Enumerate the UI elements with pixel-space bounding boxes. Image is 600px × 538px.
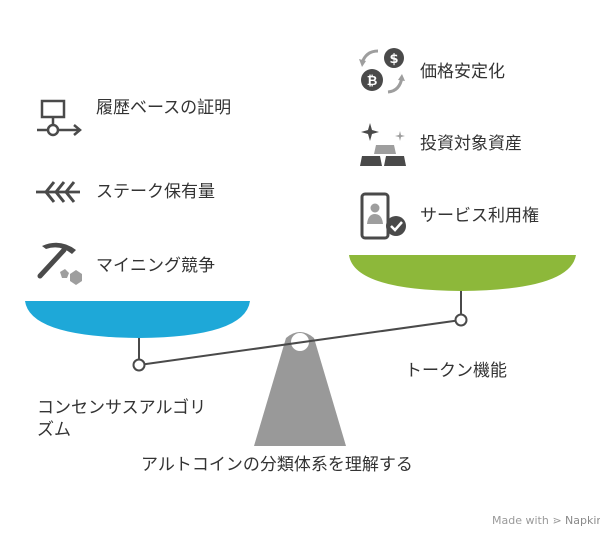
item-label-price-stabilization: 価格安定化 [420,62,505,82]
pickaxe-icon [37,242,82,285]
item-label-service-access: サービス利用権 [420,206,539,226]
watermark-prefix: Made with [492,514,549,527]
fulcrum [254,332,346,446]
left-beam-end [132,358,146,372]
item-label-history-proof: 履歴ベースの証明 [96,98,232,118]
watermark-brand: Napkin [565,514,600,527]
price-cycle-icon: $ ₿ [359,48,405,94]
item-label-stake-amount: ステーク保有量 [96,182,215,202]
right-pan [349,255,576,291]
gold-bars-icon [360,123,406,166]
item-label-mining-competition: マイニング競争 [96,256,215,276]
item-label-investment-asset: 投資対象資産 [420,134,522,154]
flowchart-icon [37,99,82,137]
arrow-fletching-icon [36,181,80,203]
svg-text:₿: ₿ [367,74,378,89]
diagram-title: アルトコインの分類体系を理解する [141,455,413,475]
verified-id-icon [360,192,406,240]
right-beam-end [454,313,468,327]
left-pan [25,301,250,338]
napkin-logo-icon: ⋗ [552,514,562,527]
svg-text:$: $ [389,52,398,67]
napkin-watermark: Made with ⋗ Napkin [492,514,600,527]
consensus-algorithm-label: コンセンサスアルゴリズム [37,398,207,440]
token-function-label: トークン機能 [405,361,507,381]
balance-beam [138,319,462,366]
